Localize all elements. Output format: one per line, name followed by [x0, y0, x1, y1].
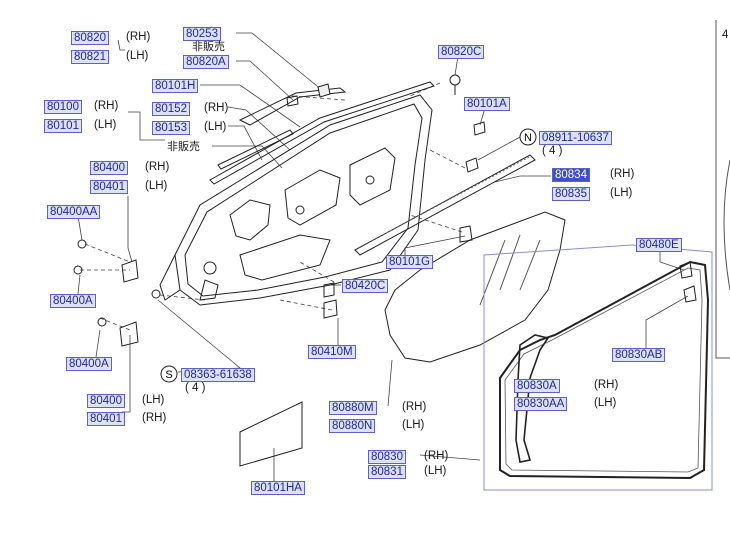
part-number-80880n[interactable]: 80880N [329, 419, 376, 433]
moulding-strips [209, 81, 435, 185]
part-number-80830ab[interactable]: 80830AB [612, 348, 666, 362]
part-number-80101h[interactable]: 80101H [152, 79, 199, 93]
callout-text: (LH) [94, 119, 117, 131]
part-number-80400[interactable]: 80400 [90, 161, 128, 175]
part-number-80480e[interactable]: 80480E [636, 238, 682, 252]
callout-text: (LH) [142, 394, 165, 406]
part-number-80835[interactable]: 80835 [552, 187, 590, 201]
callout-text: (RH) [424, 450, 449, 462]
part-number-80153[interactable]: 80153 [152, 121, 190, 135]
part-number-08363-61638[interactable]: 08363-61638 [181, 368, 255, 382]
part-number-80420c[interactable]: 80420C [342, 279, 389, 293]
part-number-80834[interactable]: 80834 [552, 168, 590, 182]
protective-sheet [239, 401, 303, 467]
part-number-80830aa[interactable]: 80830AA [514, 397, 568, 411]
callout-text: (LH) [610, 187, 633, 199]
seal-corner-piece [515, 334, 550, 463]
callout-text: (RH) [145, 161, 170, 173]
marker-n: N [519, 128, 537, 146]
part-number-80831[interactable]: 80831 [368, 465, 406, 479]
small-parts [73, 74, 697, 347]
part-number-80400aa[interactable]: 80400AA [47, 205, 101, 219]
outer-weatherstrip [354, 154, 536, 256]
callout-text: 非販売 [192, 41, 225, 53]
part-number-80880m[interactable]: 80880M [329, 401, 377, 415]
part-number-08911-10637[interactable]: 08911-10637 [539, 131, 612, 145]
seal-inset-box [483, 244, 713, 491]
part-number-80400a[interactable]: 80400A [50, 294, 96, 308]
door-glass [384, 211, 566, 363]
part-number-80101a[interactable]: 80101A [464, 97, 510, 111]
dashed-guides [80, 82, 466, 331]
part-number-80820[interactable]: 80820 [71, 31, 109, 45]
callout-text: (LH) [204, 121, 227, 133]
callout-text: (LH) [424, 465, 447, 477]
callout-text: ( 4 ) [542, 145, 563, 157]
marker-s: S [160, 365, 178, 383]
part-number-80821[interactable]: 80821 [71, 50, 109, 64]
part-number-80401[interactable]: 80401 [87, 412, 125, 426]
callout-text: (RH) [402, 401, 427, 413]
adjacent-page-frame [715, 20, 730, 359]
part-number-80410m[interactable]: 80410M [308, 345, 356, 359]
part-number-80400a[interactable]: 80400A [66, 357, 112, 371]
part-number-80253[interactable]: 80253 [183, 27, 221, 41]
part-number-80830a[interactable]: 80830A [514, 379, 560, 393]
callout-text: (RH) [610, 168, 635, 180]
callout-text: (LH) [402, 419, 425, 431]
part-number-80100[interactable]: 80100 [44, 100, 82, 114]
callout-text: 4 [722, 29, 729, 41]
part-number-80400[interactable]: 80400 [87, 394, 125, 408]
part-number-80101g[interactable]: 80101G [386, 255, 433, 269]
door-seal-loop [499, 260, 710, 480]
callout-text: (RH) [94, 100, 119, 112]
part-number-80401[interactable]: 80401 [90, 180, 128, 194]
callout-text: (RH) [126, 31, 151, 43]
callout-text: (RH) [594, 379, 619, 391]
callout-text: (LH) [145, 180, 168, 192]
callout-text: ( 4 ) [185, 382, 206, 394]
part-number-80820c[interactable]: 80820C [438, 45, 485, 59]
callout-text: 非販売 [167, 141, 200, 153]
marker-letter: S [165, 369, 172, 381]
callout-text: (LH) [126, 50, 149, 62]
part-number-80101ha[interactable]: 80101HA [251, 481, 305, 495]
part-number-80101[interactable]: 80101 [44, 119, 82, 133]
door-shell [159, 94, 433, 306]
adjacent-page-arc [723, 159, 730, 291]
part-number-80830[interactable]: 80830 [368, 450, 406, 464]
callout-text: (RH) [142, 412, 167, 424]
part-number-80152[interactable]: 80152 [152, 102, 190, 116]
callout-text: (RH) [204, 102, 229, 114]
part-number-80820a[interactable]: 80820A [183, 55, 229, 69]
callout-text: (LH) [594, 397, 617, 409]
leader-lines [77, 32, 689, 481]
marker-letter: N [524, 132, 532, 144]
